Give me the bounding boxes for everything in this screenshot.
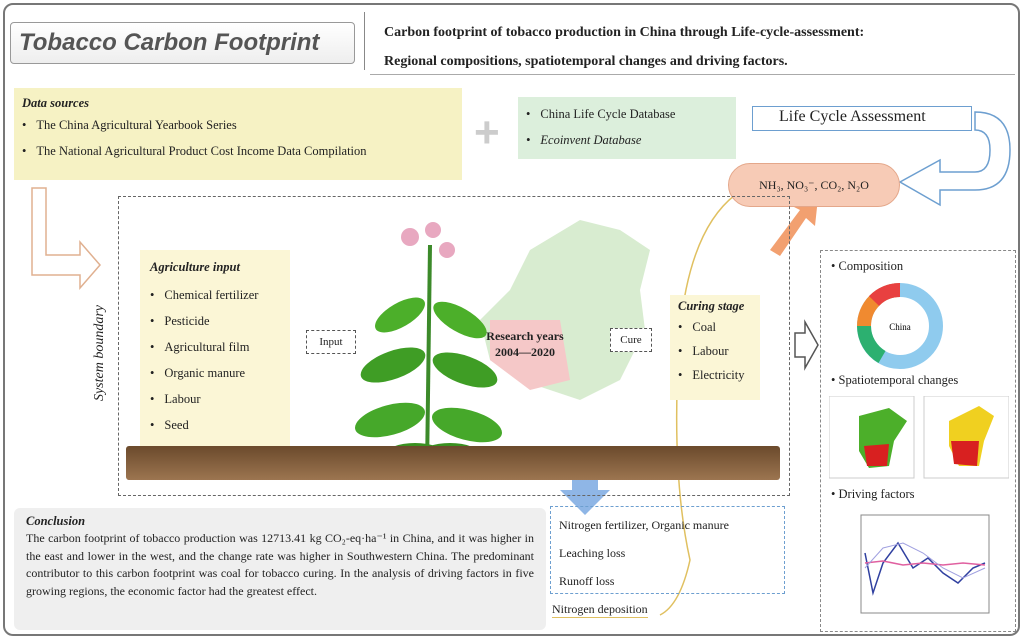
result-arrow-icon	[794, 319, 819, 371]
data-sources-heading: Data sources	[22, 96, 90, 110]
abstract-frame	[3, 3, 1020, 636]
paper-title: Carbon footprint of tobacco production i…	[384, 18, 864, 76]
title-line-2: Regional compositions, spatiotemporal ch…	[384, 54, 788, 69]
curved-arrow-icon	[898, 111, 1011, 207]
composition-label: • Composition	[831, 259, 904, 273]
input-item: Agricultural film	[150, 334, 280, 360]
soil-layer	[126, 446, 780, 480]
cure-arrow: Cure	[610, 328, 652, 352]
china-map	[480, 220, 650, 400]
system-boundary-label: System boundary	[92, 304, 107, 402]
research-years-range: 2004—2020	[495, 345, 555, 359]
divider	[364, 12, 365, 70]
system-boundary-box	[118, 196, 790, 496]
spatiotemporal-text: Spatiotemporal changes	[838, 373, 959, 387]
curing-item: Electricity	[678, 363, 752, 387]
plus-icon: +	[474, 108, 500, 157]
nitrogen-line	[659, 194, 736, 616]
donut-center-label: China	[889, 322, 911, 332]
input-arrow: Input	[306, 330, 356, 354]
divider	[370, 74, 1015, 75]
logo-title: Tobacco Carbon Footprint	[10, 22, 355, 64]
emissions-cloud: NH₃, NO₃⁻, CO₂, N₂O	[728, 163, 900, 207]
nitrogen-item: Leaching loss	[559, 546, 626, 560]
title-line-1: Carbon footprint of tobacco production i…	[384, 25, 865, 40]
composition-text: Composition	[838, 259, 904, 273]
curing-item: Coal	[678, 315, 752, 339]
agriculture-input-heading: Agriculture input	[150, 260, 240, 274]
conclusion-heading: Conclusion	[26, 514, 86, 528]
data-source-item: The China Agricultural Yearbook Series	[22, 112, 454, 138]
curing-item: Labour	[678, 339, 752, 363]
driving-factors-label: • Driving factors	[831, 487, 915, 501]
conclusion-text: The carbon footprint of tobacco producti…	[26, 531, 534, 598]
driving-factors-line-chart	[860, 514, 990, 614]
database-item: Ecoinvent Database	[526, 127, 728, 153]
conclusion-box: Conclusion The carbon footprint of tobac…	[14, 508, 546, 630]
tobacco-plant-illustration	[355, 222, 502, 471]
curing-stage-box: Curing stage Coal Labour Electricity	[670, 295, 760, 400]
input-item: Seed	[150, 412, 280, 438]
curing-stage-heading: Curing stage	[678, 299, 745, 313]
nitrogen-item: Runoff loss	[559, 574, 615, 588]
input-item: Labour	[150, 386, 280, 412]
input-item: Pesticide	[150, 308, 280, 334]
orange-arrow-icon	[770, 198, 818, 256]
research-years-label: Research years	[486, 329, 564, 343]
agriculture-input-box: Agriculture input Chemical fertilizer Pe…	[140, 250, 290, 446]
results-box: • Composition China • Spatiotemporal cha…	[820, 250, 1016, 632]
driving-factors-text: Driving factors	[838, 487, 915, 501]
composition-donut-chart: China	[857, 283, 943, 369]
nitrogen-box: Nitrogen fertilizer, Organic manure Leac…	[550, 506, 785, 594]
data-sources-box: Data sources The China Agricultural Year…	[14, 88, 462, 180]
down-right-arrow-icon	[31, 187, 101, 291]
database-item: China Life Cycle Database	[526, 101, 728, 127]
input-item: Organic manure	[150, 360, 280, 386]
data-source-item: The National Agricultural Product Cost I…	[22, 138, 454, 164]
databases-box: China Life Cycle Database Ecoinvent Data…	[518, 97, 736, 159]
research-years: Research years 2004—2020	[480, 328, 570, 360]
spatiotemporal-maps	[829, 396, 1009, 479]
input-item: Chemical fertilizer	[150, 282, 280, 308]
nitrogen-item: Nitrogen fertilizer, Organic manure	[559, 518, 729, 532]
spatiotemporal-label: • Spatiotemporal changes	[831, 373, 959, 387]
lca-label: Life Cycle Assessment	[752, 106, 972, 131]
nitrogen-deposition-label: Nitrogen deposition	[552, 602, 648, 618]
